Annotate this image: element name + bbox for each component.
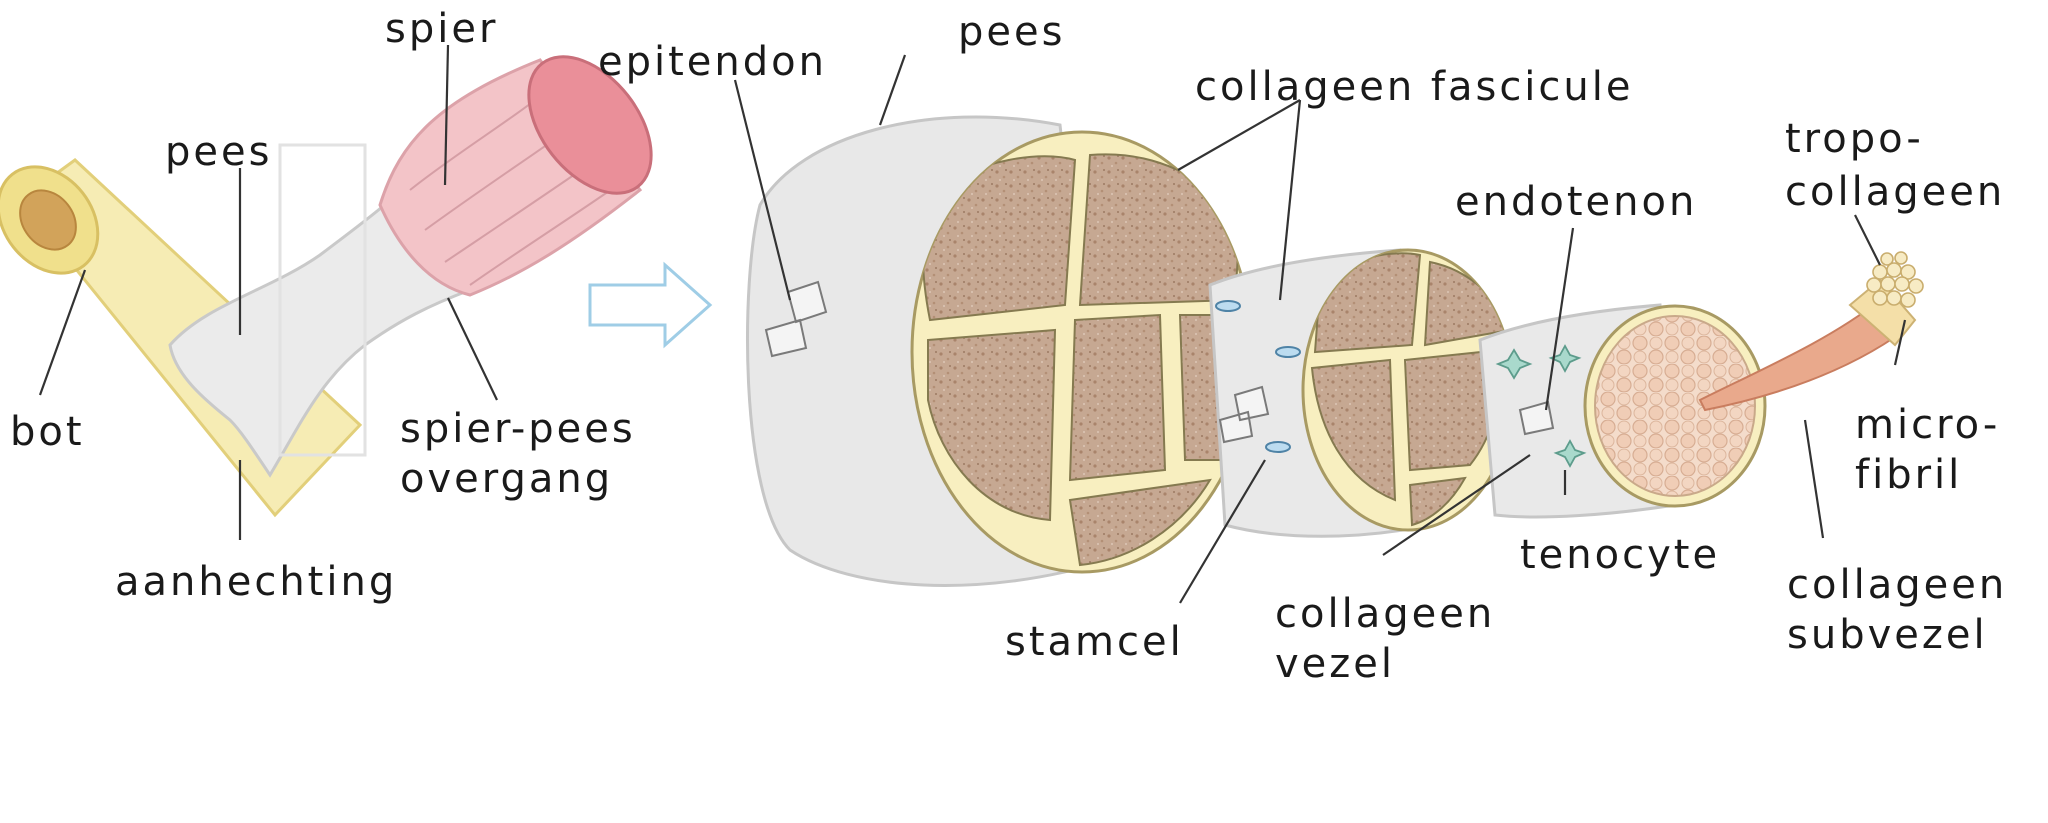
subfiber-fibrils [1594, 315, 1756, 497]
muscle-fibers [409, 79, 626, 286]
label-pees-top: pees [958, 9, 1065, 55]
label-aanhechting: aanhechting [115, 559, 397, 605]
label-bot: bot [10, 409, 85, 455]
label-collageen-vezel-line1: collageen [1275, 591, 1495, 637]
label-collageen-vezel-line2: vezel [1275, 641, 1395, 687]
stem-cell-outer [764, 280, 828, 358]
tendon-left [168, 197, 473, 478]
label-endotenon: endotenon [1455, 179, 1697, 225]
label-micro-line2: fibril [1855, 452, 1962, 498]
label-micro-line1: micro- [1855, 402, 2000, 448]
selection-frame [278, 143, 367, 457]
tenocyte-cells-green [1495, 344, 1587, 468]
label-collageen-fascicule: collageen fascicule [1195, 64, 1633, 110]
label-epitendon: epitendon [598, 39, 827, 85]
label-stamcel: stamcel [1005, 619, 1184, 665]
label-tenocyte: tenocyte [1520, 532, 1720, 578]
label-tropo-line2: collageen [1785, 169, 2005, 215]
leader-lines [38, 44, 1907, 604]
tenocyte-cells-blue [1215, 300, 1301, 453]
label-spier-pees-line2: overgang [400, 456, 613, 502]
label-spier-pees-line1: spier-pees [400, 406, 636, 452]
label-collageen-subvezel-line2: subvezel [1787, 612, 1988, 658]
muscle-cut-surface [527, 55, 653, 195]
label-collageen-subvezel-line1: collageen [1787, 562, 2007, 608]
stem-cell-mid [1218, 385, 1270, 444]
tendon-illustration [168, 143, 473, 478]
muscle-illustration [378, 55, 653, 297]
label-tropo-line1: tropo- [1785, 116, 1924, 162]
bone-marrow [19, 189, 77, 251]
tropocollagen-cluster [1866, 251, 1924, 308]
arrow-right-icon [588, 261, 713, 349]
stem-cell-small [1518, 400, 1555, 436]
label-spier: spier [385, 6, 498, 52]
label-pees-left: pees [165, 129, 272, 175]
